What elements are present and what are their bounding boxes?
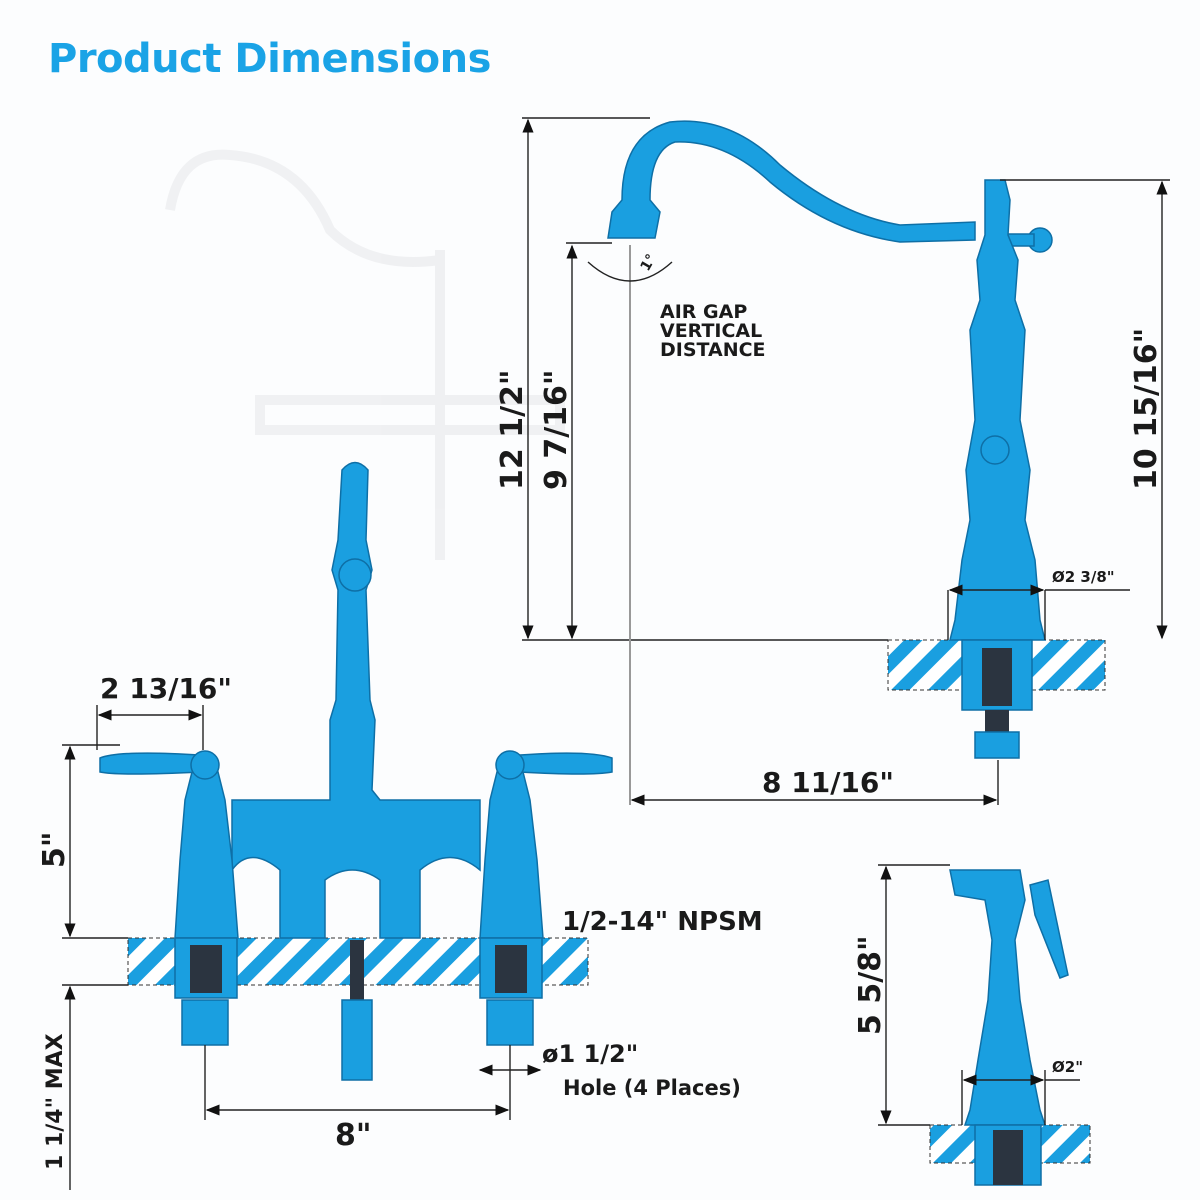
- handle-height-label: 5": [37, 831, 72, 868]
- sprayer-drawing: [929, 869, 1091, 1186]
- handle-length-label: 2 13/16": [100, 672, 232, 705]
- body-height-label: 10 15/16": [1129, 328, 1164, 490]
- sprayer-diameter-label: Ø2": [1052, 1058, 1083, 1076]
- deck-thickness-label: 1 1/4" MAX: [43, 1033, 68, 1170]
- background-ghost-faucet: [165, 149, 565, 560]
- air-gap-label-3: DISTANCE: [660, 339, 766, 361]
- thread-label: 1/2-14" NPSM: [562, 907, 763, 937]
- base-diameter-label: Ø2 3/8": [1052, 568, 1115, 586]
- air-gap-label-1: AIR GAP: [660, 301, 747, 323]
- page-title: Product Dimensions: [48, 36, 491, 82]
- total-height-label: 12 1/2": [495, 369, 530, 490]
- air-gap-label-2: VERTICAL: [660, 320, 762, 342]
- main-faucet-drawing: [607, 120, 1106, 759]
- sprayer-height-label: 5 5/8": [853, 935, 888, 1035]
- spout-height-label: 9 7/16": [539, 369, 574, 490]
- angle-label: 1°: [638, 251, 660, 274]
- bridge-faucet-drawing: [99, 461, 613, 1081]
- hole-note-label: Hole (4 Places): [563, 1076, 741, 1100]
- hole-diameter-label: ø1 1/2": [542, 1040, 638, 1068]
- center-spread-label: 8": [335, 1118, 372, 1153]
- spout-reach-label: 8 11/16": [762, 766, 894, 799]
